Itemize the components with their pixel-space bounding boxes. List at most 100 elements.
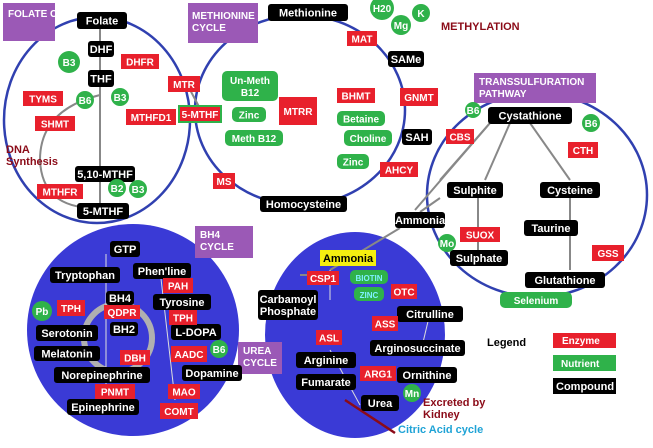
- shmt-enzyme: SHMT: [35, 116, 75, 131]
- dbh-box: [120, 350, 150, 365]
- choline-label: Choline: [350, 134, 387, 145]
- mg-badge: [391, 15, 411, 35]
- bh2-box: [110, 322, 138, 336]
- mthfr-label: MTHFR: [43, 188, 79, 199]
- pnmt-label: PNMT: [101, 388, 129, 399]
- b3-folate-badge: [58, 51, 80, 73]
- ammonia-tp-label: Ammonia: [395, 215, 446, 227]
- ahcy-enzyme: AHCY: [380, 162, 418, 177]
- betaine-box: [337, 111, 385, 126]
- argininosuccinate-compound: Arginosuccinate: [370, 340, 465, 356]
- pb-badge: [32, 301, 52, 321]
- ornithine-label: Ornithine: [403, 370, 452, 382]
- legend-title: Legend: [487, 337, 526, 349]
- phenline-compound: Phen'line: [133, 263, 191, 279]
- zinc-meth-nutrient: Zinc: [232, 107, 266, 122]
- b6-bh4-nutrient: B6: [210, 340, 228, 358]
- b2-nutrient: B2: [108, 179, 126, 197]
- k-label: K: [417, 9, 425, 20]
- mat-box: [347, 31, 377, 46]
- arginine-box: [296, 352, 356, 368]
- citrulline-box: [397, 306, 463, 322]
- aadc-label: AADC: [175, 350, 204, 361]
- b3-thf-badge: [111, 88, 129, 106]
- bhmt-enzyme: BHMT: [337, 88, 375, 103]
- suox-enzyme: SUOX: [460, 227, 500, 242]
- tph-right-label: TPH: [173, 314, 193, 325]
- citric-acid-label: Citric Acid cycle: [398, 424, 483, 436]
- tryptophan-label: Tryptophan: [55, 270, 115, 282]
- mthf-compound: 5-MTHF: [77, 203, 129, 219]
- bhmt-box: [337, 88, 375, 103]
- cbs-label: CBS: [449, 133, 470, 144]
- zinc-urea-nutrient: ZINC: [354, 287, 384, 301]
- zinc-urea-box: [354, 287, 384, 301]
- gss-box: [592, 245, 624, 261]
- suox-label: SUOX: [466, 231, 495, 242]
- phenline-box: [133, 263, 191, 279]
- k-nutrient: K: [412, 4, 430, 22]
- ms-box: [213, 173, 235, 189]
- mn-label: Mn: [405, 389, 419, 400]
- homocysteine-box: [260, 196, 347, 212]
- b6-cbs-nutrient: B6: [465, 102, 481, 118]
- epinephrine-label: Epinephrine: [71, 402, 135, 414]
- ldopa-box: [171, 324, 221, 340]
- homocysteine-compound: Homocysteine: [260, 196, 347, 212]
- dopamine-label: Dopamine: [185, 368, 238, 380]
- tph-left-label: TPH: [61, 304, 81, 315]
- taurine-box: [524, 220, 578, 236]
- legend: Legend Enzyme Nutrient Compound: [487, 333, 616, 394]
- norepinephrine-compound: Norepinephrine: [54, 367, 150, 383]
- same-compound: SAMe: [388, 51, 424, 67]
- csp1-label: CSP1: [310, 274, 337, 285]
- norepinephrine-label: Norepinephrine: [61, 370, 142, 382]
- melatonin-compound: Melatonin: [34, 346, 100, 361]
- legend-enzyme-label: Enzyme: [562, 336, 600, 347]
- sah-compound: SAH: [402, 129, 432, 145]
- sah-label: SAH: [405, 132, 428, 144]
- zinc-mid-nutrient: Zinc: [337, 154, 369, 169]
- cth-label: CTH: [573, 146, 594, 157]
- pah-enzyme: PAH: [163, 278, 193, 293]
- ornithine-box: [397, 367, 457, 383]
- ldopa-label: L-DOPA: [175, 327, 216, 339]
- fumarate-box: [296, 374, 356, 390]
- folate-cycle-box: [3, 3, 55, 41]
- mn-badge: [403, 384, 421, 402]
- k-badge: [412, 4, 430, 22]
- mthfr-enzyme: MTHFR: [37, 184, 83, 199]
- gnmt-box: [400, 88, 438, 106]
- choline-box: [344, 130, 392, 146]
- ahcy-label: AHCY: [385, 166, 414, 177]
- meth-b12-nutrient: Meth B12: [225, 130, 283, 146]
- dhfr-enzyme: DHFR: [121, 54, 159, 69]
- mtr-box: [168, 76, 200, 92]
- legend-compound-label: Compound: [556, 381, 614, 393]
- mao-label: MAO: [172, 388, 196, 399]
- b3-thf-nutrient: B3: [111, 88, 129, 106]
- choline-nutrient: Choline: [344, 130, 392, 146]
- cysteine-box: [540, 182, 600, 198]
- comt-label: COMT: [164, 407, 193, 418]
- ass-label: ASS: [375, 320, 396, 331]
- pb-label: Pb: [36, 307, 49, 318]
- arg1-label: ARG1: [364, 370, 392, 381]
- tyms-enzyme: TYMS: [23, 91, 63, 106]
- dhf-box: [88, 41, 114, 57]
- bh2-compound: BH2: [110, 322, 138, 336]
- unmeth-b12-box: [222, 71, 278, 101]
- fumarate-compound: Fumarate: [296, 374, 356, 390]
- otc-box: [391, 284, 417, 299]
- mthfd1-enzyme: MTHFD1: [126, 109, 176, 125]
- pnmt-enzyme: PNMT: [95, 384, 135, 399]
- methylene-thf-label: 5,10-MTHF: [77, 169, 133, 181]
- b6-folate-nutrient: B6: [76, 91, 94, 109]
- ornithine-compound: Ornithine: [397, 367, 457, 383]
